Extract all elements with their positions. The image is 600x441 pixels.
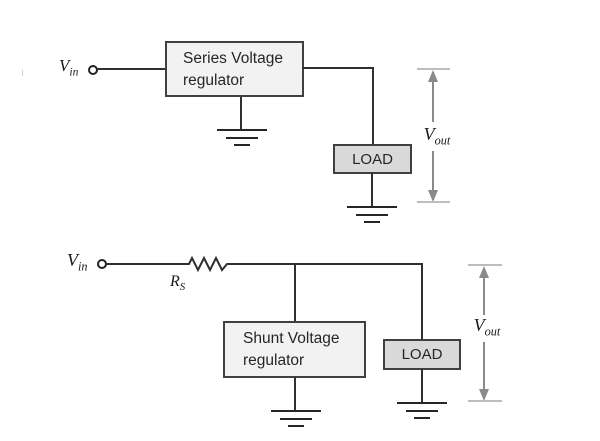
series-vout-base: V <box>423 124 435 144</box>
shunt-vout-sub: out <box>484 324 501 339</box>
ground-bar <box>234 144 250 146</box>
ground-icon <box>347 206 397 224</box>
series-output-wire-horizontal <box>302 67 374 69</box>
shunt-regulator-drop-wire <box>294 264 296 322</box>
ground-bar <box>288 425 304 427</box>
series-input-wire <box>97 68 167 70</box>
series-load-box: LOAD <box>333 144 412 174</box>
ground-icon <box>271 410 321 428</box>
series-vout-sub: out <box>434 133 451 148</box>
series-load-label: LOAD <box>352 150 393 168</box>
ground-bar <box>271 410 321 412</box>
ground-bar <box>347 206 397 208</box>
shunt-vin-sub: in <box>78 259 88 274</box>
series-output-wire-vertical <box>372 67 374 146</box>
shunt-load-ground-stem <box>421 369 423 403</box>
series-vin-label: Vin <box>59 56 78 78</box>
shunt-vout-label: Vout <box>463 315 511 340</box>
shunt-load-box: LOAD <box>383 339 461 370</box>
shunt-load-drop-wire <box>421 264 423 340</box>
ground-bar <box>406 410 438 412</box>
series-vout-arrowhead-up-icon <box>428 70 438 82</box>
shunt-vin-label: Vin <box>67 250 88 275</box>
shunt-vout-top-tick <box>468 264 502 266</box>
series-input-terminal-icon <box>88 65 98 75</box>
ground-bar <box>217 129 267 131</box>
series-vin-base: V <box>59 56 70 75</box>
shunt-regulator-box: Shunt Voltage regulator <box>223 321 366 378</box>
series-load-ground-stem <box>371 172 373 206</box>
stray-mark <box>22 70 23 76</box>
ground-bar <box>364 221 380 223</box>
shunt-vout-arrowhead-up-icon <box>479 266 489 278</box>
ground-bar <box>356 214 388 216</box>
shunt-regulator-label-line2: regulator <box>243 352 305 369</box>
shunt-input-wire <box>106 263 187 265</box>
series-vout-arrowhead-down-icon <box>428 190 438 202</box>
resistor-sub: S <box>179 281 186 294</box>
shunt-bus-wire <box>229 263 423 265</box>
series-vout-top-tick <box>417 68 450 70</box>
series-vin-sub: in <box>69 65 79 79</box>
ground-bar <box>226 137 258 139</box>
shunt-regulator-label-line1: Shunt Voltage <box>243 330 340 347</box>
series-regulator-ground-stem <box>240 97 242 129</box>
shunt-regulator-ground-stem <box>294 377 296 411</box>
shunt-load-label: LOAD <box>401 346 443 363</box>
shunt-vout-bottom-tick <box>468 400 502 402</box>
series-regulator-label-line2: regulator <box>183 72 245 89</box>
ground-icon <box>217 129 267 147</box>
ground-bar <box>414 417 430 419</box>
shunt-vout-arrow-line-lower <box>483 342 485 390</box>
ground-bar <box>397 402 447 404</box>
shunt-vout-base: V <box>473 315 485 335</box>
ground-icon <box>397 402 447 420</box>
ground-bar <box>280 418 312 420</box>
resistor-icon <box>186 255 230 273</box>
series-resistance-label: RS <box>170 273 185 293</box>
resistor-base: R <box>170 273 180 290</box>
series-regulator-box: Series Voltage regulator <box>165 41 304 97</box>
series-vout-arrow-line-upper <box>432 81 434 122</box>
series-regulator-label-line1: Series Voltage <box>183 50 283 67</box>
shunt-vin-base: V <box>67 250 78 270</box>
series-vout-arrow-line-lower <box>432 151 434 191</box>
shunt-vout-arrow-line-upper <box>483 277 485 315</box>
series-vout-bottom-tick <box>417 201 450 203</box>
series-vout-label: Vout <box>413 124 461 149</box>
shunt-vout-arrowhead-down-icon <box>479 389 489 401</box>
